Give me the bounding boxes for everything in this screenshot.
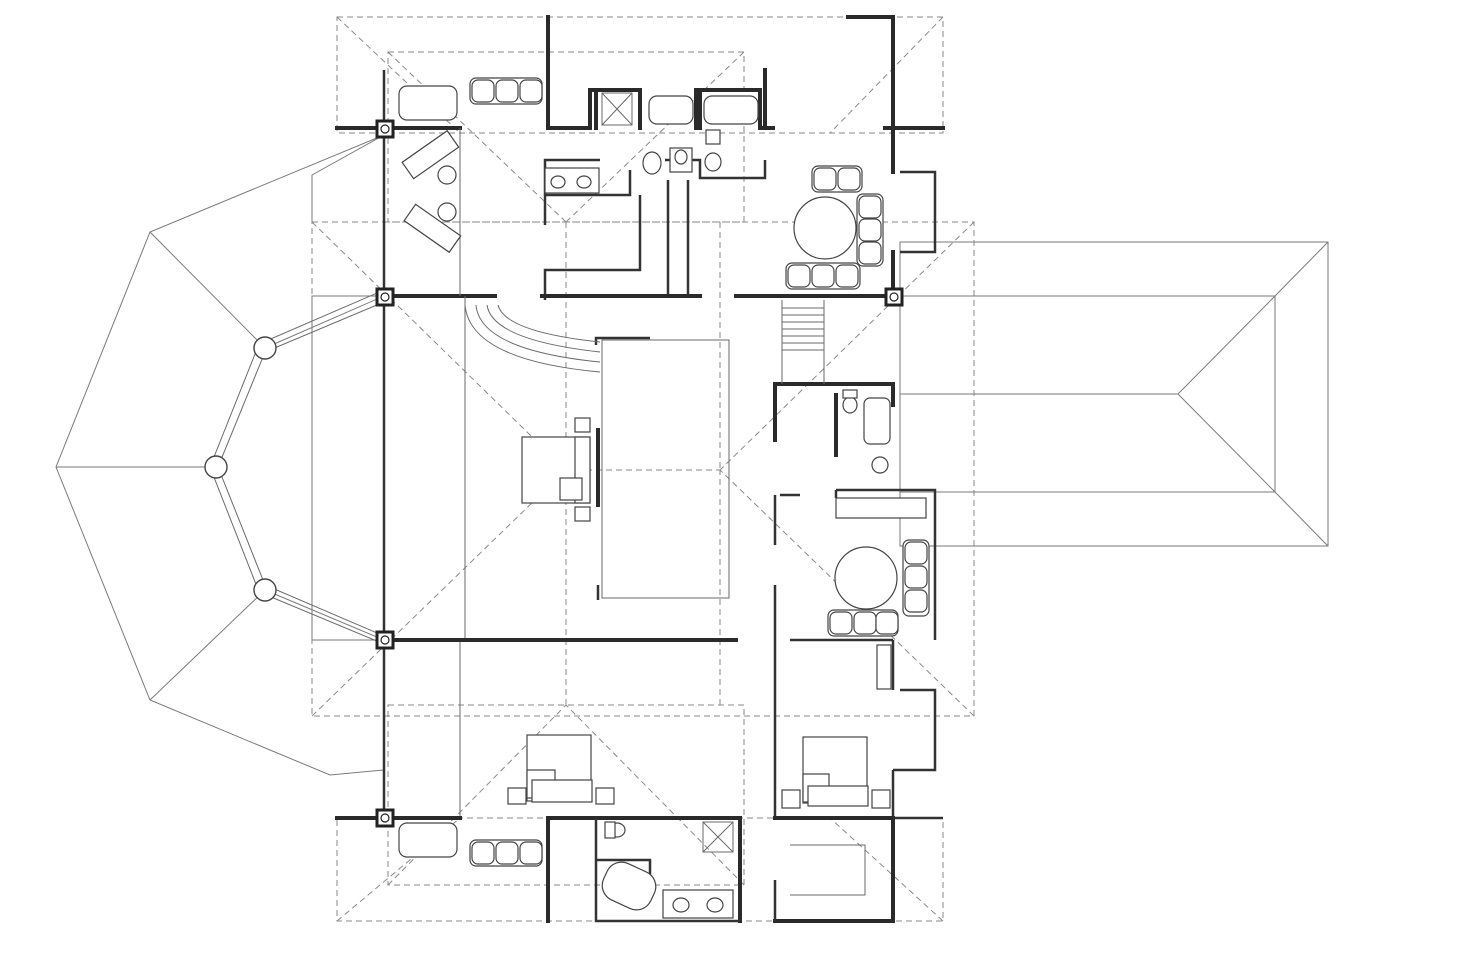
- furniture-south: [398, 734, 891, 919]
- furniture-east: [827, 389, 930, 690]
- staircase: [781, 300, 825, 384]
- west-pavilion-roof: [55, 134, 385, 776]
- structural-columns: [375, 119, 904, 828]
- column-sw: [375, 808, 395, 828]
- furniture-central-bedroom: [521, 417, 591, 522]
- column-nw: [375, 119, 395, 139]
- pavilion-posts: [204, 336, 277, 602]
- east-hip-roof: [899, 241, 1329, 547]
- curved-walkway: [464, 304, 601, 373]
- furniture-north: [398, 77, 884, 290]
- column-e1: [884, 287, 904, 307]
- column-w1: [375, 287, 395, 307]
- walls: [335, 15, 945, 923]
- column-w2: [375, 630, 395, 650]
